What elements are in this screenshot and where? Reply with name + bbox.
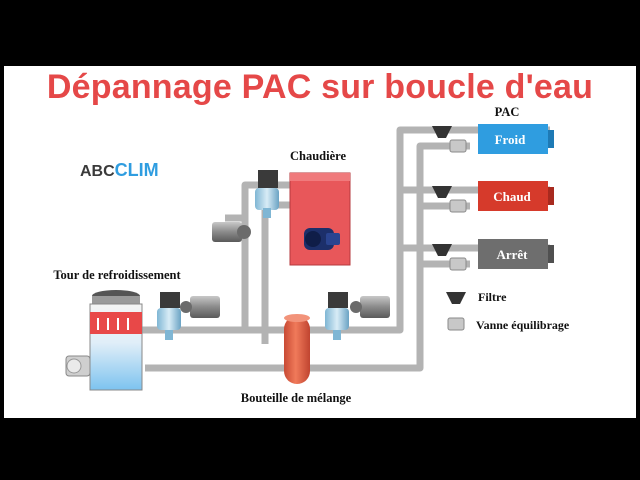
brand-logo-part1: ABC bbox=[80, 163, 115, 180]
valve-boiler bbox=[255, 170, 279, 218]
pump-boiler bbox=[212, 222, 251, 242]
balancing-valves-pac bbox=[449, 139, 467, 271]
mixing-bottle-label: Bouteille de mélange bbox=[241, 391, 352, 405]
brand-logo: ABCCLIM bbox=[80, 160, 159, 180]
boiler bbox=[289, 172, 351, 266]
pac-label: PAC bbox=[495, 105, 520, 119]
boiler-label: Chaudière bbox=[290, 149, 346, 163]
cooling-tower bbox=[65, 290, 143, 391]
pac-unit-arret-label: Arrêt bbox=[496, 247, 528, 262]
page-title: Dépannage PAC sur boucle d'eau bbox=[46, 68, 594, 106]
pac-unit-froid: Froid bbox=[478, 124, 554, 154]
valve-tower-loop bbox=[157, 292, 181, 340]
legend-filter-label: Filtre bbox=[478, 290, 507, 304]
mixing-bottle bbox=[284, 314, 310, 384]
pipe-supply-lower bbox=[140, 126, 550, 334]
brand-logo-part2: CLIM bbox=[115, 160, 159, 180]
svg-text:ABCCLIM: ABCCLIM bbox=[80, 160, 159, 180]
legend-balancing-valve-label: Vanne équilibrage bbox=[476, 318, 570, 332]
balancing-valve-icon bbox=[447, 317, 465, 331]
valve-pac-loop bbox=[325, 292, 349, 340]
filter-icon bbox=[446, 292, 466, 304]
pac-unit-chaud: Chaud bbox=[478, 181, 554, 211]
pac-unit-chaud-label: Chaud bbox=[493, 189, 531, 204]
cooling-tower-label: Tour de refroidissement bbox=[53, 268, 181, 282]
pac-unit-arret: Arrêt bbox=[478, 239, 554, 269]
filters-pac bbox=[432, 126, 452, 256]
pump-pac-loop bbox=[350, 296, 390, 318]
pac-unit-froid-label: Froid bbox=[495, 132, 527, 147]
pump-tower-loop bbox=[180, 296, 220, 318]
pipe-return bbox=[145, 142, 470, 372]
legend: Filtre Vanne équilibrage bbox=[446, 290, 570, 332]
